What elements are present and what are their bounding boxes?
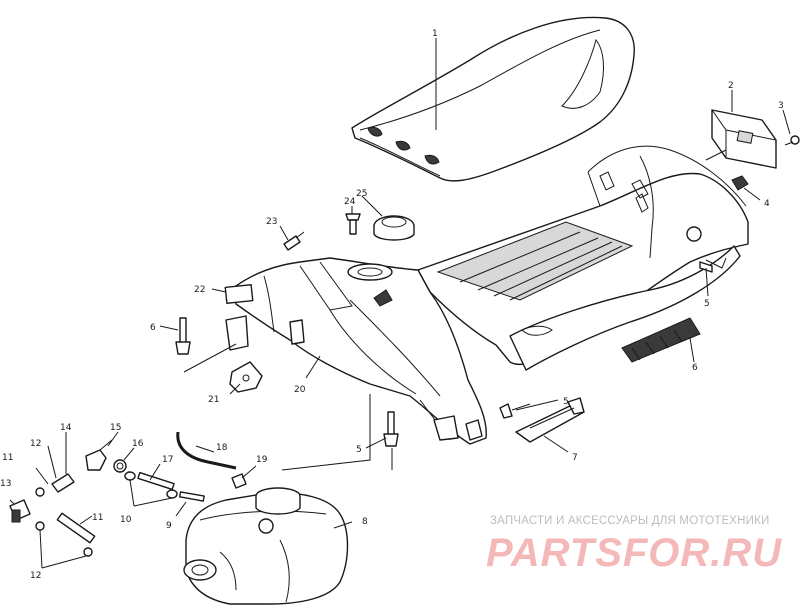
callout-10: 10: [120, 515, 132, 525]
callout-20: 20: [294, 385, 306, 395]
petcock-part-13[interactable]: [9, 499, 31, 523]
watermark: ЗАПЧАСТИ И АКСЕССУАРЫ ДЛЯ МОТОТЕХНИКИ PA…: [486, 515, 782, 575]
screw-part-3[interactable]: [784, 135, 800, 146]
watermark-subtitle: ЗАПЧАСТИ И АКСЕССУАРЫ ДЛЯ МОТОТЕХНИКИ: [490, 515, 770, 527]
rivet-part-6-left[interactable]: [175, 317, 191, 355]
front-console-part-20[interactable]: [225, 257, 487, 445]
callout-1: 1: [432, 29, 438, 39]
clip-part-4[interactable]: [731, 175, 749, 191]
rivet-part-5-upper[interactable]: [699, 261, 713, 273]
fuel-tank-part-8[interactable]: [183, 487, 349, 605]
callout-6-left: 6: [150, 323, 156, 333]
washer-part-10[interactable]: [124, 471, 178, 499]
screw-part-24[interactable]: [345, 213, 361, 235]
clamp-part-12[interactable]: [35, 487, 93, 557]
callout-5-upper: 5: [704, 299, 710, 309]
callout-17: 17: [162, 455, 173, 465]
footrest-part-7[interactable]: [515, 397, 585, 443]
gas-cap-part-25[interactable]: [373, 215, 415, 241]
callout-23: 23: [266, 217, 277, 227]
callout-18: 18: [216, 443, 228, 453]
screw-part-23[interactable]: [283, 231, 305, 251]
hose-part-11[interactable]: [56, 512, 96, 544]
callout-21: 21: [208, 395, 219, 405]
callout-9: 9: [166, 521, 172, 531]
grommet-part-16[interactable]: [113, 459, 127, 473]
decal-part-22[interactable]: [224, 283, 254, 305]
fitting-part-14[interactable]: [51, 473, 75, 493]
callout-8: 8: [362, 517, 368, 527]
rivet-part-5-middle[interactable]: [499, 403, 531, 419]
rivet-part-5-lower[interactable]: [383, 411, 399, 447]
trim-strip-part-6[interactable]: [621, 317, 701, 363]
seat-part-1[interactable]: [351, 16, 635, 182]
callout-5-middle: 5: [563, 397, 569, 407]
callout-15: 15: [110, 423, 121, 433]
callout-22: 22: [194, 285, 205, 295]
callout-12-upper: 12: [30, 439, 41, 449]
callout-labels: 1 2 3 4 5 5 5 6 6 7 8 9 10 11 11 12 12 1…: [0, 29, 784, 581]
callout-24: 24: [344, 197, 356, 207]
clamp-part-9[interactable]: [178, 491, 205, 502]
callout-25: 25: [356, 189, 367, 199]
callout-11-lower: 11: [92, 513, 103, 523]
callout-12-lower: 12: [30, 571, 41, 581]
leader-lines: [9, 38, 791, 569]
callout-16: 16: [132, 439, 144, 449]
callout-2: 2: [728, 81, 734, 91]
callout-5-lower: 5: [356, 445, 362, 455]
elbow-fitting-part-15[interactable]: [85, 439, 113, 471]
rear-body-panel[interactable]: [417, 145, 749, 371]
callout-6-right: 6: [692, 363, 698, 373]
callout-3: 3: [778, 101, 784, 111]
callout-4: 4: [764, 199, 770, 209]
callout-13: 13: [0, 479, 11, 489]
tube-part-17[interactable]: [137, 471, 175, 491]
fuel-line-part-18[interactable]: [176, 431, 237, 470]
callout-11-left: 11: [2, 453, 13, 463]
bracket-part-2[interactable]: [705, 109, 777, 169]
callout-14: 14: [60, 423, 72, 433]
bracket-part-21[interactable]: [229, 361, 263, 393]
watermark-brand: PARTSFOR.RU: [486, 531, 782, 575]
callout-7: 7: [572, 453, 578, 463]
callout-19: 19: [256, 455, 268, 465]
